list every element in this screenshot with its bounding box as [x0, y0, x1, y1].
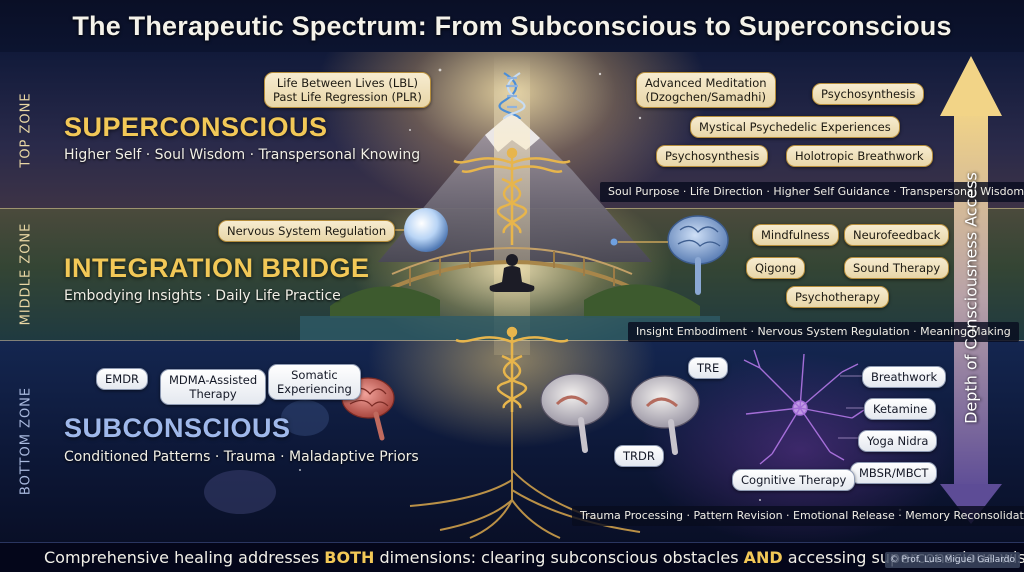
- superconscious-subheading: Higher Self · Soul Wisdom · Transpersona…: [64, 147, 421, 163]
- pill-psychosynthesis-left[interactable]: Psychosynthesis: [656, 145, 769, 167]
- pill-qigong[interactable]: Qigong: [746, 257, 806, 279]
- integration-subheading: Embodying Insights · Daily Life Practice: [64, 288, 341, 304]
- pill-yoga-nidra[interactable]: Yoga Nidra: [858, 430, 938, 452]
- pill-sound-therapy[interactable]: Sound Therapy: [844, 257, 950, 279]
- pill-ketamine[interactable]: Ketamine: [864, 398, 937, 420]
- middle-zone-band: Insight Embodiment · Nervous System Regu…: [628, 322, 1019, 342]
- pill-somatic-experiencing[interactable]: Somatic Experiencing: [268, 364, 361, 400]
- top-zone-band: Soul Purpose · Life Direction · Higher S…: [600, 182, 1024, 202]
- bottom-zone-side: BOTTOM ZONE: [0, 340, 52, 542]
- pill-mindfulness[interactable]: Mindfulness: [752, 224, 839, 246]
- pill-holotropic-breathwork[interactable]: Holotropic Breathwork: [786, 145, 933, 167]
- pill-somatic-line2: Experiencing: [277, 382, 352, 396]
- zone-divider: [0, 208, 1024, 209]
- footer-caption: Comprehensive healing addresses BOTH dim…: [0, 542, 1024, 572]
- subconscious-heading: SUBCONSCIOUS: [64, 413, 291, 443]
- pill-nervous-system-regulation[interactable]: Nervous System Regulation: [218, 220, 396, 242]
- bottom-zone-band: Trauma Processing · Pattern Revision · E…: [572, 506, 1024, 526]
- pill-meditation-line1: Advanced Meditation: [645, 76, 767, 90]
- pill-lbl-plr[interactable]: Life Between Lives (LBL) Past Life Regre…: [264, 72, 431, 108]
- pill-neurofeedback[interactable]: Neurofeedback: [844, 224, 950, 246]
- pill-emdr[interactable]: EMDR: [96, 368, 149, 390]
- pill-plr-line2: Past Life Regression (PLR): [273, 90, 422, 104]
- pill-mdma-line1: MDMA-Assisted: [169, 373, 258, 387]
- pill-cognitive-therapy[interactable]: Cognitive Therapy: [732, 469, 856, 491]
- pill-mdma-line2: Therapy: [189, 387, 237, 401]
- top-zone-label: TOP ZONE: [18, 92, 34, 168]
- depth-arrow-label: Depth of Consciousness Access: [961, 172, 981, 424]
- pill-lbl-line1: Life Between Lives (LBL): [276, 76, 419, 90]
- footer-text-2: dimensions: clearing subconscious obstac…: [374, 548, 744, 567]
- superconscious-heading: SUPERCONSCIOUS: [64, 112, 328, 142]
- pill-advanced-meditation[interactable]: Advanced Meditation (Dzogchen/Samadhi): [636, 72, 776, 108]
- pill-psychosynthesis-right[interactable]: Psychosynthesis: [812, 83, 925, 105]
- page-title: The Therapeutic Spectrum: From Subconsci…: [0, 0, 1024, 52]
- pill-meditation-line2: (Dzogchen/Samadhi): [645, 90, 766, 104]
- middle-zone-side: MIDDLE ZONE: [0, 208, 52, 340]
- integration-heading: INTEGRATION BRIDGE: [64, 253, 370, 283]
- pill-mdma-therapy[interactable]: MDMA-Assisted Therapy: [160, 369, 267, 405]
- top-zone-side: TOP ZONE: [0, 52, 52, 208]
- pill-somatic-line1: Somatic: [291, 368, 338, 382]
- pill-tre[interactable]: TRE: [688, 357, 729, 379]
- pill-mbsr-mbct[interactable]: MBSR/MBCT: [850, 462, 938, 484]
- bottom-zone-label: BOTTOM ZONE: [18, 386, 34, 496]
- pill-mystical-psychedelic[interactable]: Mystical Psychedelic Experiences: [690, 116, 900, 138]
- copyright-watermark: © Prof. Luis Miguel Gallardo: [884, 552, 1020, 568]
- footer-emphasis-and: AND: [743, 548, 783, 567]
- footer-text-1: Comprehensive healing addresses: [44, 548, 325, 567]
- middle-zone-label: MIDDLE ZONE: [18, 222, 34, 326]
- footer-emphasis-both: BOTH: [324, 548, 375, 567]
- pill-trdr[interactable]: TRDR: [614, 445, 664, 467]
- pill-breathwork[interactable]: Breathwork: [862, 366, 947, 388]
- pill-psychotherapy[interactable]: Psychotherapy: [786, 286, 889, 308]
- subconscious-subheading: Conditioned Patterns · Trauma · Maladapt…: [64, 449, 419, 465]
